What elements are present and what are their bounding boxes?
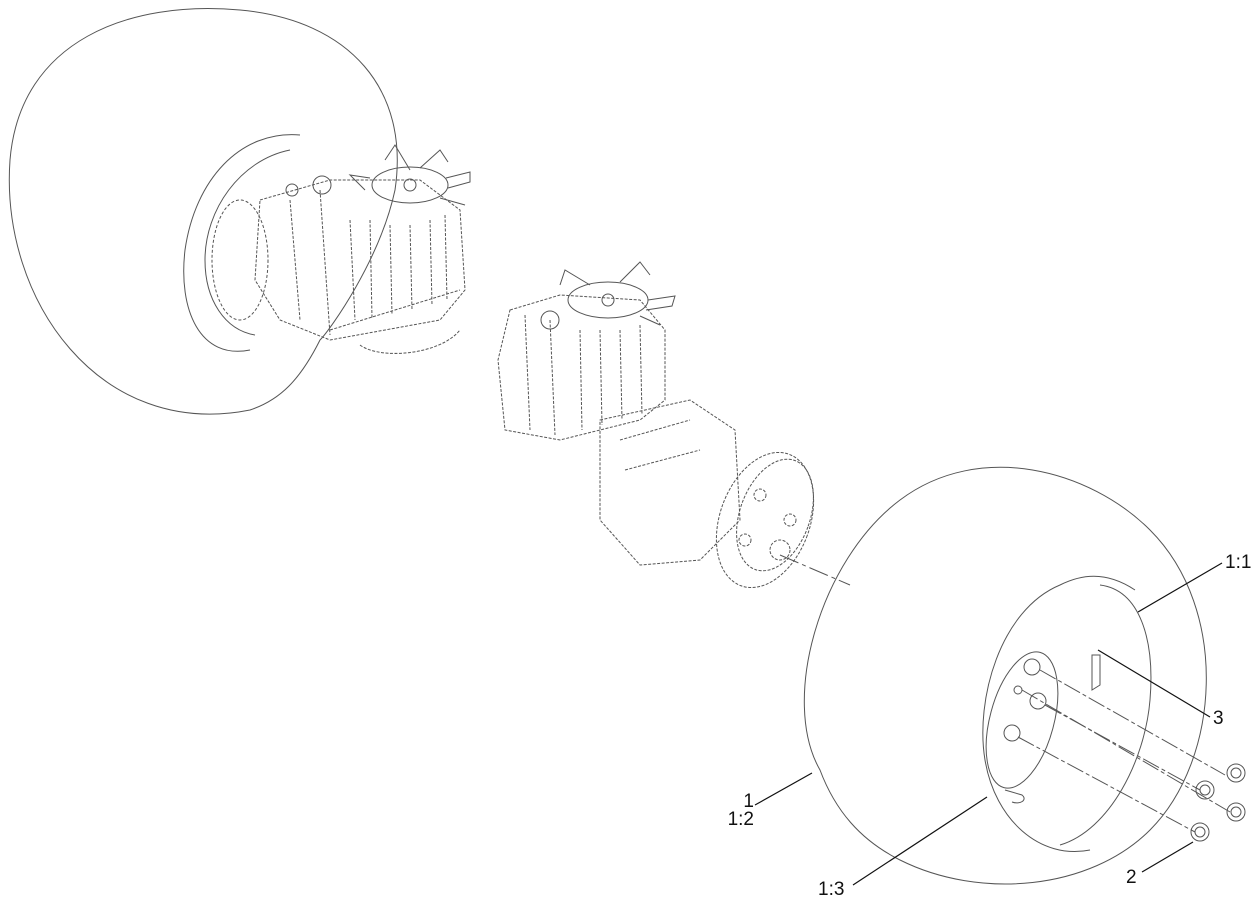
lug-nuts bbox=[1190, 763, 1246, 842]
wheel-hub bbox=[715, 451, 815, 589]
axle-centerline bbox=[779, 554, 851, 586]
callout-1-3: 1:3 bbox=[818, 879, 845, 900]
right-transaxle bbox=[497, 294, 741, 566]
right-fan bbox=[540, 261, 676, 330]
right-wheel bbox=[803, 466, 1207, 885]
stud-centerlines bbox=[1017, 669, 1231, 833]
callout-1-1: 1:1 bbox=[1225, 552, 1252, 573]
left-transaxle bbox=[254, 179, 466, 354]
callout-1: 1 bbox=[743, 791, 754, 812]
callout-2: 2 bbox=[1126, 867, 1137, 888]
left-fan bbox=[285, 144, 471, 206]
leader-lines bbox=[754, 562, 1223, 886]
lug-nut bbox=[1195, 780, 1215, 800]
callout-3: 3 bbox=[1213, 708, 1224, 729]
lug-nut bbox=[1190, 822, 1210, 842]
callout-1-2: 1:2 bbox=[727, 809, 754, 830]
lug-nut bbox=[1226, 763, 1246, 783]
left-wheel bbox=[8, 8, 398, 415]
lug-nut bbox=[1226, 802, 1246, 822]
